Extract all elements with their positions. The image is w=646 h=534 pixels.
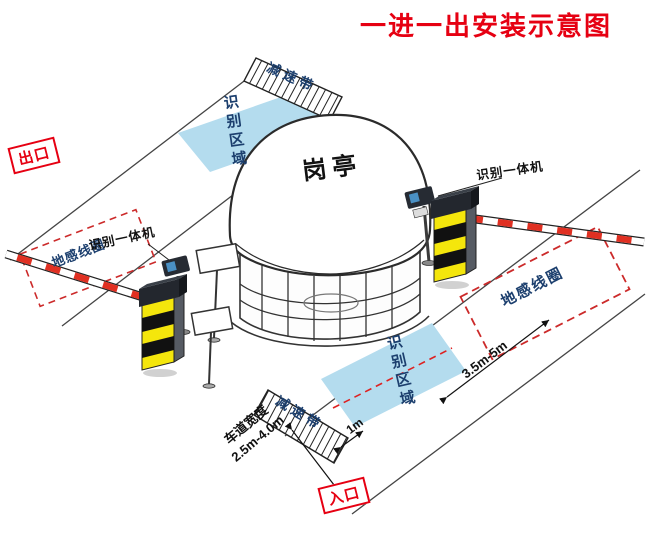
sign-board-2 bbox=[190, 305, 234, 389]
booth-table bbox=[303, 293, 359, 313]
diagram-title: 一进一出安装示意图 bbox=[360, 11, 613, 41]
booth-window-mullions bbox=[261, 263, 393, 341]
booth-label: 岗亭 bbox=[300, 151, 364, 186]
camera-right bbox=[404, 186, 437, 266]
booth-window-rail bbox=[239, 277, 421, 305]
recognition-area-top bbox=[178, 90, 333, 172]
booth-roof-eave bbox=[235, 239, 425, 275]
booth-roof bbox=[228, 113, 432, 277]
barrier-gate-right bbox=[431, 186, 479, 289]
label-pointer-lines bbox=[147, 177, 503, 261]
ground-coil-right bbox=[459, 225, 631, 361]
booth-base bbox=[230, 315, 430, 347]
barrier-gate-left bbox=[139, 274, 187, 377]
recognition-area-bottom bbox=[321, 323, 466, 427]
barrier-arm-left bbox=[4, 249, 148, 303]
booth-window-sill bbox=[239, 293, 421, 321]
lane-center-dashed-line bbox=[332, 347, 453, 409]
guard-booth bbox=[228, 113, 432, 347]
barrier-arm-right bbox=[467, 213, 645, 247]
